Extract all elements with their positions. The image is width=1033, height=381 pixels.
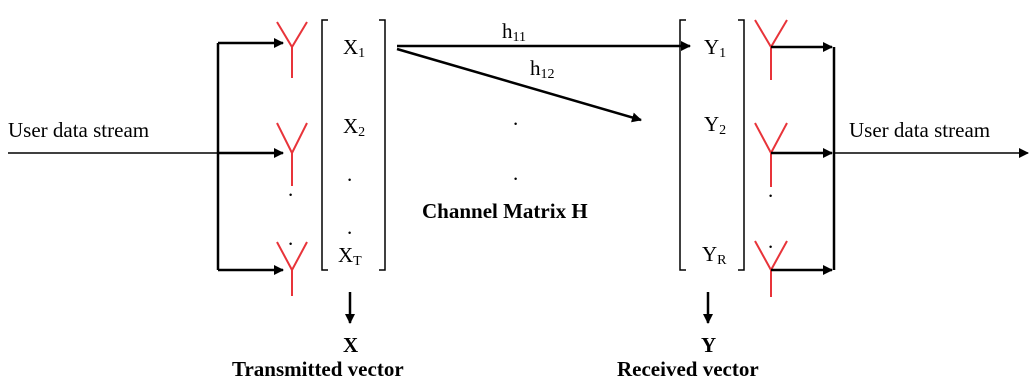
channel-matrix-label: Channel Matrix H	[422, 199, 588, 223]
tx-antenna-dot: .	[288, 177, 293, 201]
tx-antenna-dot: .	[288, 226, 293, 250]
output-stream-label: User data stream	[849, 118, 990, 142]
channel-label-h11: h11	[502, 19, 526, 45]
tx-antenna-icon	[276, 21, 308, 78]
rx-symbol-1: Y1	[704, 35, 726, 61]
channel-path-h12	[396, 47, 642, 123]
channel-dot: .	[513, 106, 518, 130]
tx-symbol-1: X1	[343, 35, 365, 61]
rx-antenna-icon	[754, 19, 788, 80]
rx-bracket-right	[738, 19, 745, 271]
tx-vector-label: Transmitted vector	[232, 357, 404, 381]
tx-symbol-dot: .	[347, 215, 352, 239]
tx-antenna-icon	[276, 122, 308, 186]
input-stream-label: User data stream	[8, 118, 149, 142]
tx-symbol-3: XT	[338, 243, 362, 269]
channel-dot: .	[513, 161, 518, 185]
rx-antenna-dot: .	[768, 178, 773, 202]
tx-antenna-icon	[276, 241, 308, 296]
tx-bracket-left	[321, 19, 328, 271]
rx-symbol-2: Y2	[704, 112, 726, 138]
tx-vector-symbol: X	[343, 333, 358, 357]
tx-symbol-2: X2	[343, 114, 365, 140]
tx-bracket-right	[379, 19, 386, 271]
rx-symbol-3: YR	[702, 242, 727, 268]
tx-symbol-dot: .	[347, 162, 352, 186]
rx-vector-symbol: Y	[701, 333, 716, 357]
rx-vector-label: Received vector	[617, 357, 759, 381]
rx-bracket-left	[679, 19, 686, 271]
rx-antenna-dot: .	[768, 229, 773, 253]
channel-label-h12: h12	[530, 56, 555, 82]
